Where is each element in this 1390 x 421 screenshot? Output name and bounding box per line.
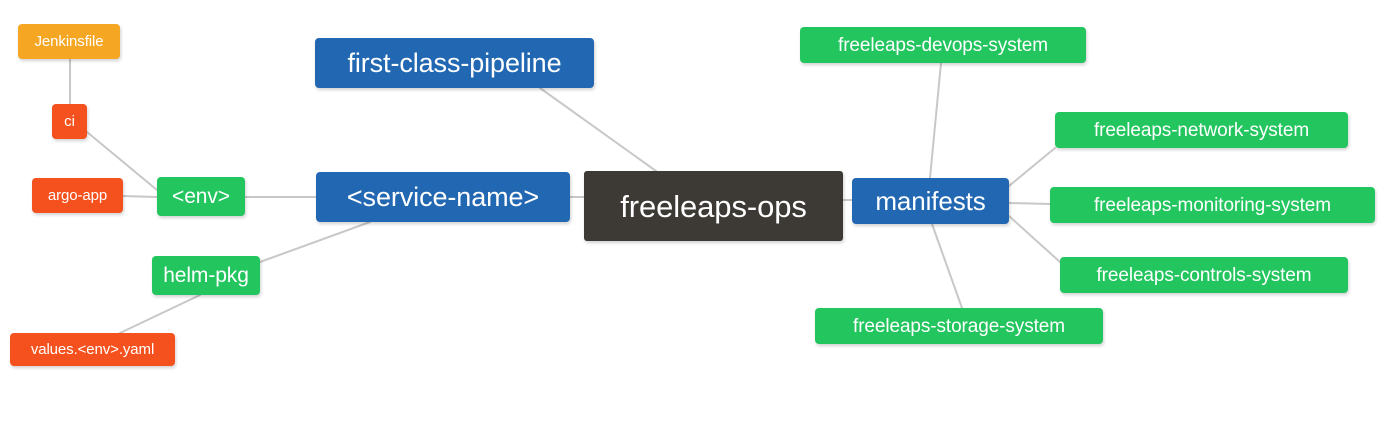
node-argo-app[interactable]: argo-app bbox=[32, 178, 123, 213]
node-freeleaps-controls-system[interactable]: freeleaps-controls-system bbox=[1060, 257, 1348, 293]
node-freeleaps-ops[interactable]: freeleaps-ops bbox=[584, 171, 843, 241]
node-values-yaml[interactable]: values.<env>.yaml bbox=[10, 333, 175, 366]
edge-manifests-monitoring bbox=[1008, 202, 1051, 205]
node-manifests[interactable]: manifests bbox=[852, 178, 1009, 224]
edge-valuesyaml-helmpkg bbox=[119, 294, 201, 334]
node-freeleaps-network-system[interactable]: freeleaps-network-system bbox=[1055, 112, 1348, 148]
edge-manifests-network bbox=[1008, 147, 1056, 187]
edge-argoapp-env bbox=[122, 195, 158, 198]
node-env[interactable]: <env> bbox=[157, 177, 245, 216]
edge-helmpkg-servicename bbox=[259, 221, 371, 263]
node-freeleaps-devops-system[interactable]: freeleaps-devops-system bbox=[800, 27, 1086, 63]
edge-pipeline-root bbox=[539, 87, 657, 172]
node-service-name[interactable]: <service-name> bbox=[316, 172, 570, 222]
node-first-class-pipeline[interactable]: first-class-pipeline bbox=[315, 38, 594, 88]
edge-manifests-devops bbox=[929, 62, 942, 179]
node-jenkinsfile[interactable]: Jenkinsfile bbox=[18, 24, 120, 59]
edge-manifests-storage bbox=[931, 223, 963, 309]
node-ci[interactable]: ci bbox=[52, 104, 87, 139]
node-freeleaps-monitoring-system[interactable]: freeleaps-monitoring-system bbox=[1050, 187, 1375, 223]
node-helm-pkg[interactable]: helm-pkg bbox=[152, 256, 260, 295]
node-freeleaps-storage-system[interactable]: freeleaps-storage-system bbox=[815, 308, 1103, 344]
